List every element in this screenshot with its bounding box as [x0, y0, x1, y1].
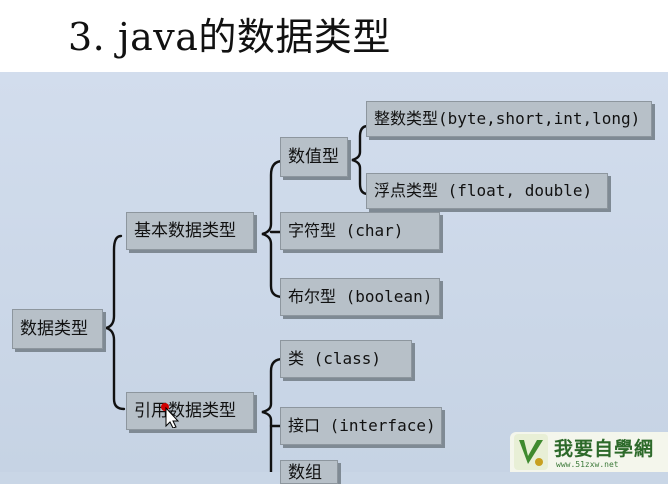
node-root-label: 数据类型: [20, 318, 88, 339]
brace-root: [105, 234, 126, 411]
node-class: 类 (class): [280, 340, 412, 378]
node-boolean: 布尔型 (boolean): [280, 278, 440, 316]
logo-icon: [514, 434, 548, 470]
watermark-logo: 我要自學網 www.51zxw.net: [510, 432, 668, 472]
node-float: 浮点类型 (float, double): [366, 173, 608, 209]
node-numeric: 数值型: [280, 137, 348, 177]
node-char-label: 字符型 (char): [288, 221, 404, 240]
node-boolean-label: 布尔型 (boolean): [288, 287, 433, 306]
brace-reference: [261, 357, 285, 472]
node-integer: 整数类型(byte,short,int,long): [366, 101, 652, 137]
watermark-url: www.51zxw.net: [556, 460, 619, 469]
title-band: 3. java的数据类型: [0, 0, 668, 72]
node-basic: 基本数据类型: [126, 212, 254, 250]
node-root: 数据类型: [12, 309, 103, 349]
node-float-label: 浮点类型 (float, double): [374, 181, 593, 200]
watermark-text: 我要自學網: [554, 438, 655, 460]
node-integer-label: 整数类型(byte,short,int,long): [374, 109, 641, 128]
node-array-label: 数组: [288, 463, 322, 483]
node-class-label: 类 (class): [288, 349, 382, 368]
connector-lines: [105, 124, 370, 472]
node-char: 字符型 (char): [280, 212, 440, 250]
slide-title: 3. java的数据类型: [68, 15, 391, 59]
mouse-cursor-icon: [161, 403, 180, 428]
node-interface: 接口 (interface): [280, 407, 442, 445]
brace-numeric: [351, 124, 370, 196]
node-reference: 引用数据类型: [126, 392, 254, 430]
brace-basic: [261, 159, 285, 299]
node-basic-label: 基本数据类型: [134, 220, 236, 241]
node-numeric-label: 数值型: [288, 146, 339, 167]
node-interface-label: 接口 (interface): [288, 416, 436, 435]
node-array: 数组: [280, 460, 338, 484]
node-reference-label: 引用数据类型: [134, 400, 236, 421]
